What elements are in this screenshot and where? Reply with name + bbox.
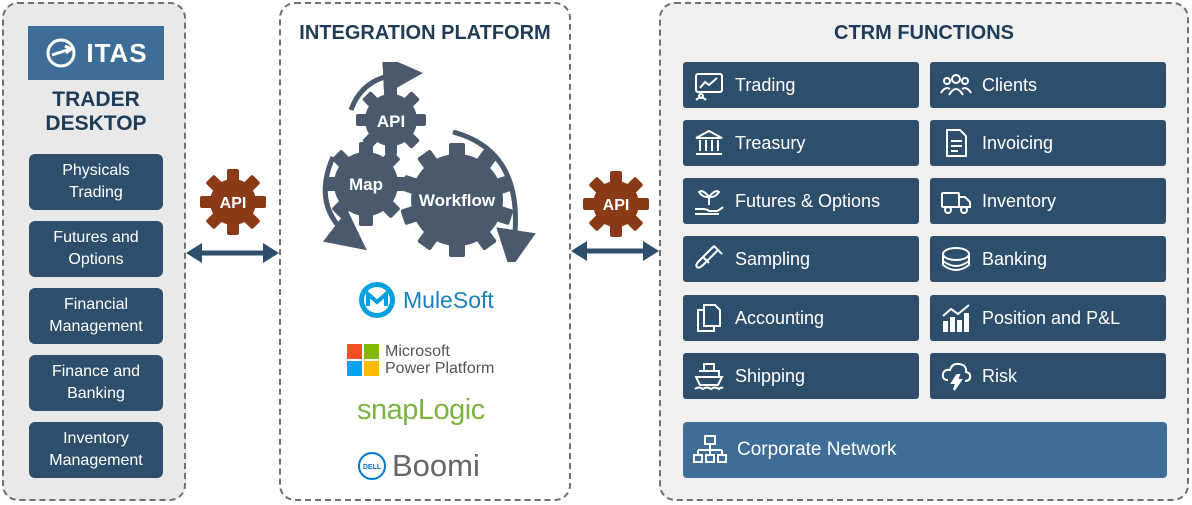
ctrm-functions-panel: CTRM FUNCTIONS Trading Clients Treasury … — [659, 2, 1189, 501]
cycle-arrow-right — [452, 129, 536, 262]
function-position-pnl[interactable]: Position and P&L — [930, 295, 1166, 341]
network-icon — [693, 435, 727, 463]
function-clients[interactable]: Clients — [930, 62, 1166, 108]
boomi-text: Boomi — [392, 448, 480, 483]
trader-desktop-panel: ITAS TRADER DESKTOP Physicals Trading Fu… — [2, 2, 186, 501]
api-gear — [356, 85, 426, 155]
dell-icon: DELL — [358, 452, 386, 480]
power-platform-text: Power Platform — [385, 360, 495, 377]
integration-gears-diagram: API Map Workflow — [322, 62, 536, 262]
left-api-label: API — [220, 195, 247, 212]
documents-copy-icon — [697, 304, 721, 332]
function-treasury[interactable]: Treasury — [683, 120, 919, 166]
bar-chart-trend-icon — [942, 304, 970, 332]
microsoft-windows-icon — [347, 344, 379, 376]
storm-cloud-icon — [941, 362, 972, 391]
cycle-arrow-left — [322, 155, 367, 251]
right-double-arrow — [571, 241, 659, 261]
test-tube-icon — [695, 245, 723, 269]
workflow-gear-label: Workflow — [419, 191, 496, 210]
map-gear — [324, 142, 408, 226]
invoice-document-icon — [946, 129, 967, 157]
function-futures-options[interactable]: Futures & Options — [683, 178, 919, 224]
function-inventory[interactable]: Inventory — [930, 178, 1166, 224]
right-api-gear: API — [583, 171, 649, 237]
left-item-physicals-trading[interactable]: Physicals Trading — [29, 154, 163, 210]
function-banking[interactable]: Banking — [930, 236, 1166, 282]
dell-boomi-logo: DELL Boomi — [357, 448, 480, 484]
function-sampling[interactable]: Sampling — [683, 236, 919, 282]
left-api-gear: API — [200, 169, 266, 235]
workflow-gear — [400, 143, 514, 257]
trader-desktop-title: TRADER DESKTOP — [45, 88, 147, 135]
map-gear-label: Map — [349, 175, 383, 194]
itas-logo: ITAS — [28, 26, 164, 80]
api-gear-label: API — [377, 112, 405, 131]
cycle-arrow-top — [348, 62, 423, 111]
mulesoft-logo: MuleSoft — [357, 280, 494, 320]
trading-chart-icon — [695, 73, 723, 101]
left-item-financial-management[interactable]: Financial Management — [29, 288, 163, 344]
snaplogic-logo: snapLogic — [357, 394, 485, 427]
function-accounting[interactable]: Accounting — [683, 295, 919, 341]
plant-hand-icon — [695, 190, 724, 215]
corporate-network-bar[interactable]: Corporate Network — [683, 422, 1167, 478]
itas-logo-text: ITAS — [86, 37, 148, 68]
ctrm-functions-title: CTRM FUNCTIONS — [834, 22, 1014, 44]
integration-platform-panel: INTEGRATION PLATFORM API — [279, 2, 571, 501]
mulesoft-icon — [359, 282, 395, 318]
clients-icon — [940, 74, 972, 96]
function-trading[interactable]: Trading — [683, 62, 919, 108]
snaplogic-text: snapLogic — [357, 394, 485, 426]
coins-icon — [942, 247, 970, 271]
itas-logo-icon — [46, 38, 76, 68]
bank-building-icon — [695, 129, 723, 155]
dell-text: DELL — [363, 464, 382, 471]
function-shipping[interactable]: Shipping — [683, 353, 919, 399]
left-double-arrow — [186, 243, 279, 263]
left-item-futures-and-options[interactable]: Futures and Options — [29, 221, 163, 277]
mulesoft-text: MuleSoft — [403, 286, 494, 313]
integration-platform-title: INTEGRATION PLATFORM — [299, 22, 551, 44]
microsoft-text: Microsoft — [385, 343, 450, 360]
ship-icon — [694, 363, 724, 391]
function-risk[interactable]: Risk — [930, 353, 1166, 399]
truck-icon — [941, 192, 971, 214]
function-invoicing[interactable]: Invoicing — [930, 120, 1166, 166]
right-api-label: API — [603, 197, 630, 214]
microsoft-power-platform-logo: Microsoft Power Platform — [347, 343, 494, 377]
left-item-inventory-management[interactable]: Inventory Management — [29, 422, 163, 478]
left-item-finance-and-banking[interactable]: Finance and Banking — [29, 355, 163, 411]
